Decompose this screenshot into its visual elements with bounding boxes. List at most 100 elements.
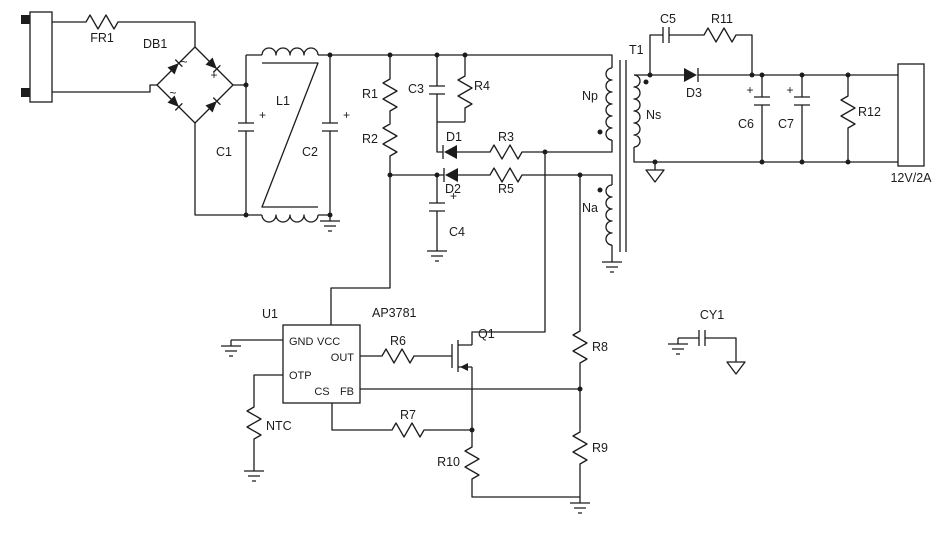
component-d1: D1	[442, 130, 462, 160]
component-r11: R11	[699, 12, 741, 43]
transformer-core	[619, 60, 627, 252]
label-np: Np	[582, 89, 598, 103]
component-r4: R4	[457, 71, 490, 113]
wire-input	[52, 21, 196, 93]
ground-icon	[426, 244, 448, 262]
earth-ground-icon	[645, 161, 665, 183]
resistor-symbol	[840, 91, 856, 133]
label-c2: C2	[302, 145, 318, 159]
label-c7: C7	[778, 117, 794, 131]
label-t1: T1	[629, 43, 644, 57]
component-cy1: CY1	[698, 308, 724, 347]
component-c6: + C6	[738, 83, 771, 131]
wire-vcc	[330, 175, 391, 325]
wire-aux	[390, 174, 613, 256]
resistor-symbol	[485, 144, 527, 160]
component-u1: U1 AP3781 GND VCC OTP OUT CS FB	[262, 306, 417, 404]
label-r12: R12	[858, 105, 881, 119]
component-r5: R5	[485, 167, 527, 196]
bridge-outline	[156, 46, 234, 124]
label-d2: D2	[445, 182, 461, 196]
ground-icon	[569, 496, 591, 514]
label-cy1: CY1	[700, 308, 724, 322]
diode-symbol	[683, 67, 699, 83]
c6-plus-mark: +	[746, 83, 753, 97]
label-fr1: FR1	[90, 31, 114, 45]
c7-plus-mark: +	[786, 83, 793, 97]
resistor-symbol	[699, 27, 741, 43]
pin-label-vcc: VCC	[317, 336, 340, 348]
capacitor-symbol	[428, 202, 446, 212]
fuse-resistor-symbol	[81, 14, 123, 30]
wires	[52, 21, 898, 498]
thermistor-symbol	[246, 402, 262, 444]
c2-plus-mark: +	[343, 108, 350, 122]
resistor-symbol	[457, 71, 473, 113]
label-r8: R8	[592, 340, 608, 354]
ground-icon	[220, 339, 242, 357]
label-r5: R5	[498, 182, 514, 196]
component-c5: C5	[660, 12, 676, 44]
primary-winding	[605, 67, 613, 141]
diode-symbol	[443, 167, 459, 183]
component-c1: + C1	[216, 108, 266, 159]
wire-output-caps	[761, 75, 849, 162]
wire-drain	[471, 140, 613, 430]
component-fr1: FR1	[81, 14, 123, 45]
bridge-ac-mark: ~	[169, 86, 176, 100]
component-ntc: NTC	[246, 402, 292, 444]
choke-winding-bottom	[261, 214, 319, 223]
diode-symbol	[442, 144, 458, 160]
wire-clamp	[436, 55, 545, 153]
resistor-symbol	[572, 326, 588, 368]
capacitor-symbol	[698, 329, 706, 347]
component-r9: R9	[572, 427, 608, 469]
winding-polarity-dots	[597, 79, 649, 193]
ground-icon	[243, 464, 265, 482]
component-r3: R3	[485, 130, 527, 160]
label-r1: R1	[362, 87, 378, 101]
output-connector-body	[897, 63, 925, 167]
label-db1: DB1	[143, 37, 167, 51]
label-c4: C4	[449, 225, 465, 239]
ground-icon	[601, 255, 623, 273]
capacitor-symbol	[428, 85, 446, 95]
component-r7: R7	[387, 408, 429, 438]
mosfet-arrow	[460, 363, 468, 371]
wire-otp	[253, 374, 283, 465]
capacitor-symbol	[793, 96, 811, 106]
resistor-symbol	[464, 442, 480, 484]
wire-secondary	[633, 34, 898, 163]
label-na: Na	[582, 201, 598, 215]
capacitor-symbol	[321, 122, 339, 132]
pin-label-out: OUT	[331, 352, 355, 364]
label-ns: Ns	[646, 108, 661, 122]
component-c4: + C4	[428, 189, 465, 239]
component-r12: R12	[840, 91, 881, 133]
capacitor-symbol	[753, 96, 771, 106]
component-t1: T1 Np Ns Na	[582, 43, 661, 252]
component-c2: + C2	[302, 108, 350, 159]
label-l1: L1	[276, 94, 290, 108]
output-connector: 12V/2A	[890, 63, 932, 185]
label-ntc: NTC	[266, 419, 292, 433]
component-r8: R8	[572, 326, 608, 368]
component-d2: D2	[443, 167, 461, 196]
resistor-symbol	[572, 427, 588, 469]
secondary-winding	[633, 74, 641, 148]
choke-core	[261, 62, 319, 208]
earth-ground-icon	[726, 353, 746, 375]
label-r7: R7	[400, 408, 416, 422]
component-r2: R2	[362, 119, 398, 161]
component-db1: ~ ~ + DB1	[143, 37, 234, 124]
wire-bridge-dc	[194, 55, 331, 216]
component-c7: + C7	[778, 83, 811, 131]
choke-winding-top	[261, 47, 319, 56]
label-d3: D3	[686, 86, 702, 100]
wire-feedback-divider	[471, 175, 581, 498]
label-c1: C1	[216, 145, 232, 159]
component-r6: R6	[377, 334, 419, 364]
pin-label-fb: FB	[340, 386, 354, 398]
pin-label-cs: CS	[314, 386, 329, 398]
